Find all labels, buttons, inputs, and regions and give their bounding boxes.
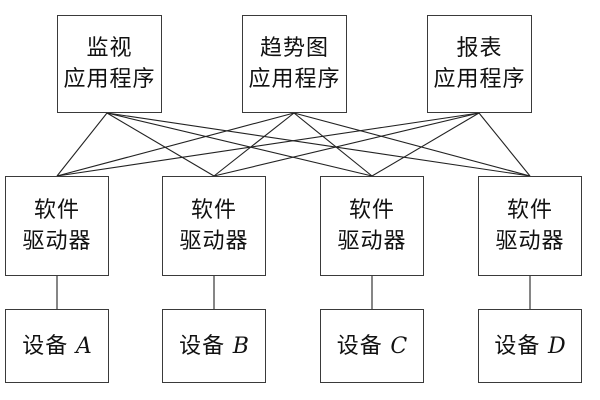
- driver-box-1: 软件 驱动器: [5, 176, 109, 276]
- device-letter-c: C: [390, 333, 408, 359]
- connector-line-group: [56, 112, 531, 309]
- connector-line: [293, 112, 531, 177]
- app-box-trend-line1: 趋势图: [259, 36, 329, 61]
- driver-box-1-line2: 驱动器: [22, 229, 92, 254]
- connector-line: [213, 112, 480, 177]
- app-box-trend: 趋势图 应用程序: [242, 15, 347, 113]
- driver-box-4: 软件 驱动器: [478, 176, 582, 276]
- driver-box-4-line1: 软件: [506, 198, 553, 223]
- connector-line: [478, 112, 531, 177]
- connector-line: [106, 112, 373, 177]
- driver-box-3: 软件 驱动器: [320, 176, 424, 276]
- app-box-monitor-line2: 应用程序: [63, 67, 156, 92]
- connector-line: [106, 112, 531, 177]
- app-box-report-line2: 应用程序: [433, 67, 526, 92]
- connector-line: [56, 112, 108, 177]
- app-box-monitor-line1: 监视: [86, 36, 133, 61]
- connector-line: [106, 112, 215, 177]
- driver-box-3-line1: 软件: [348, 198, 395, 223]
- connector-line: [56, 112, 295, 177]
- connector-line: [293, 112, 373, 177]
- device-letter-a: A: [75, 333, 92, 359]
- app-box-report-line1: 报表: [456, 36, 503, 61]
- device-letter-b: B: [232, 333, 249, 359]
- connector-line: [371, 112, 480, 177]
- device-letter-d: D: [548, 333, 566, 359]
- driver-box-2: 软件 驱动器: [162, 176, 266, 276]
- driver-box-3-line2: 驱动器: [337, 229, 407, 254]
- app-box-report: 报表 应用程序: [427, 15, 532, 113]
- driver-box-2-line1: 软件: [190, 198, 237, 223]
- app-box-trend-line2: 应用程序: [248, 67, 341, 92]
- driver-box-2-line2: 驱动器: [179, 229, 249, 254]
- connector-line: [213, 112, 295, 177]
- driver-box-4-line2: 驱动器: [495, 229, 565, 254]
- app-box-monitor: 监视 应用程序: [57, 15, 162, 113]
- driver-box-1-line1: 软件: [33, 198, 80, 223]
- connector-line: [56, 112, 480, 177]
